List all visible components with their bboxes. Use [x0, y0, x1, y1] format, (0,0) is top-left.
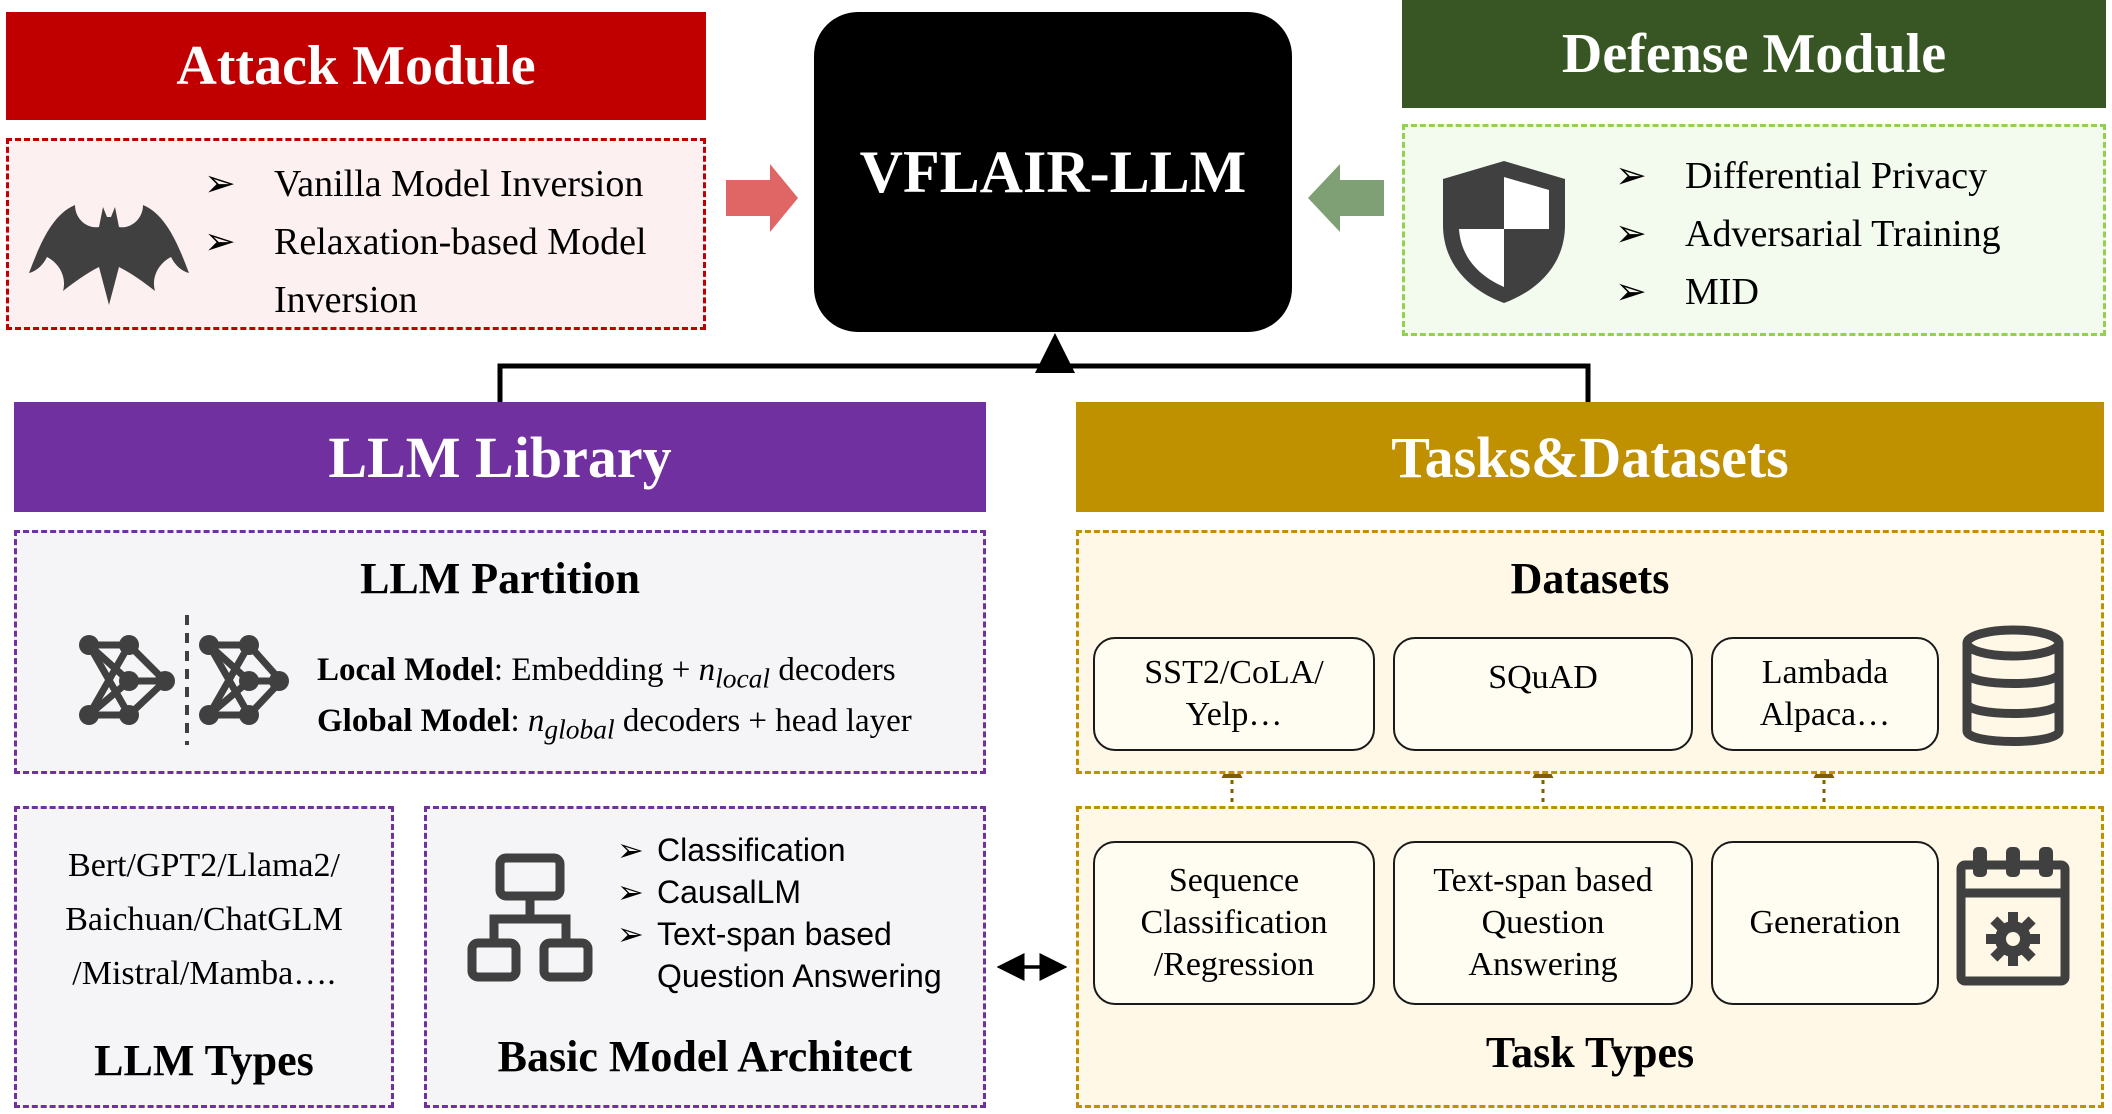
architect-panel: ➢Classification ➢CausalLM ➢Text-span bas… [424, 806, 986, 1108]
arrow-bullet-icon: ➢ [204, 221, 236, 263]
llm-types-list: Bert/GPT2/Llama2/ Baichuan/ChatGLM /Mist… [65, 847, 343, 992]
partition-description: Local Model: Embedding + nlocal decoders… [317, 649, 983, 750]
partition-title: LLM Partition [360, 554, 640, 603]
arrow-bullet-icon: ➢ [1615, 213, 1647, 255]
task-box: Sequence Classification /Regression [1093, 841, 1375, 1005]
architect-item: ➢Classification [617, 829, 987, 871]
attack-panel: ➢Vanilla Model Inversion ➢Relaxation-bas… [6, 138, 706, 330]
dataset-box: Lambada Alpaca… [1711, 637, 1939, 751]
attack-banner: Attack Module [6, 12, 706, 120]
task-box: Text-span based Question Answering [1393, 841, 1693, 1005]
attack-title: Attack Module [176, 35, 536, 97]
library-to-core-line [497, 363, 1591, 402]
neural-network-icon [79, 615, 289, 745]
arrow-bullet-icon: ➢ [1615, 155, 1647, 197]
arrow-bullet-icon: ➢ [1615, 271, 1647, 313]
library-banner: LLM Library [14, 402, 986, 512]
attack-list: ➢Vanilla Model Inversion ➢Relaxation-bas… [204, 155, 704, 329]
core-title: VFLAIR-LLM [859, 138, 1247, 205]
attack-item-continued: Inversion [274, 279, 418, 321]
arrow-bullet-icon: ➢ [204, 163, 236, 205]
llm-types-title: LLM Types [94, 1036, 314, 1085]
global-model-line: Global Model: nglobal decoders + head la… [317, 702, 912, 745]
partition-panel: LLM Partition Local Model: [14, 530, 986, 774]
task-types-panel: Sequence Classification /Regression Text… [1076, 806, 2104, 1108]
library-title: LLM Library [328, 424, 672, 490]
dataset-box: SQuAD [1393, 637, 1693, 751]
arrow-bullet-icon: ➢ [617, 832, 644, 868]
architect-item-continued: Question Answering [657, 958, 942, 994]
database-icon [1962, 625, 2064, 746]
tasks-banner: Tasks&Datasets [1076, 402, 2104, 512]
defense-list: ➢Differential Privacy ➢Adversarial Train… [1615, 147, 2095, 321]
architect-title: Basic Model Architect [497, 1032, 913, 1081]
defense-to-core-arrow [1308, 164, 1384, 232]
task-types-title: Task Types [1485, 1028, 1695, 1077]
llm-types-panel: Bert/GPT2/Llama2/ Baichuan/ChatGLM /Mist… [14, 806, 394, 1108]
calendar-gear-icon [1956, 847, 2070, 986]
defense-title: Defense Module [1561, 23, 1947, 85]
attack-item: ➢Vanilla Model Inversion [204, 155, 704, 213]
local-model-line: Local Model: Embedding + nlocal decoders [317, 652, 896, 694]
bat-icon [29, 205, 189, 305]
datasets-panel: Datasets SST2/CoLA/ Yelp… SQuAD Lambada … [1076, 530, 2104, 774]
dataset-box: SST2/CoLA/ Yelp… [1093, 637, 1375, 751]
core-box: VFLAIR-LLM [814, 12, 1292, 332]
arrow-bullet-icon: ➢ [617, 874, 644, 910]
architect-item: ➢Text-span based [617, 913, 987, 955]
shield-icon [1443, 161, 1565, 303]
datasets-title: Datasets [1510, 554, 1670, 603]
defense-item: ➢Adversarial Training [1615, 205, 2095, 263]
hierarchy-icon [467, 853, 593, 982]
tasks-title: Tasks&Datasets [1391, 424, 1789, 490]
defense-item: ➢MID [1615, 263, 2095, 321]
task-box: Generation [1711, 841, 1939, 1005]
defense-banner: Defense Module [1402, 0, 2106, 108]
arrow-bullet-icon: ➢ [617, 916, 644, 952]
attack-to-core-arrow [726, 164, 798, 232]
defense-item: ➢Differential Privacy [1615, 147, 2095, 205]
architect-item: ➢CausalLM [617, 871, 987, 913]
architect-list: ➢Classification ➢CausalLM ➢Text-span bas… [617, 829, 987, 997]
defense-panel: ➢Differential Privacy ➢Adversarial Train… [1402, 124, 2106, 336]
attack-item: ➢Relaxation-based Model [204, 213, 704, 271]
